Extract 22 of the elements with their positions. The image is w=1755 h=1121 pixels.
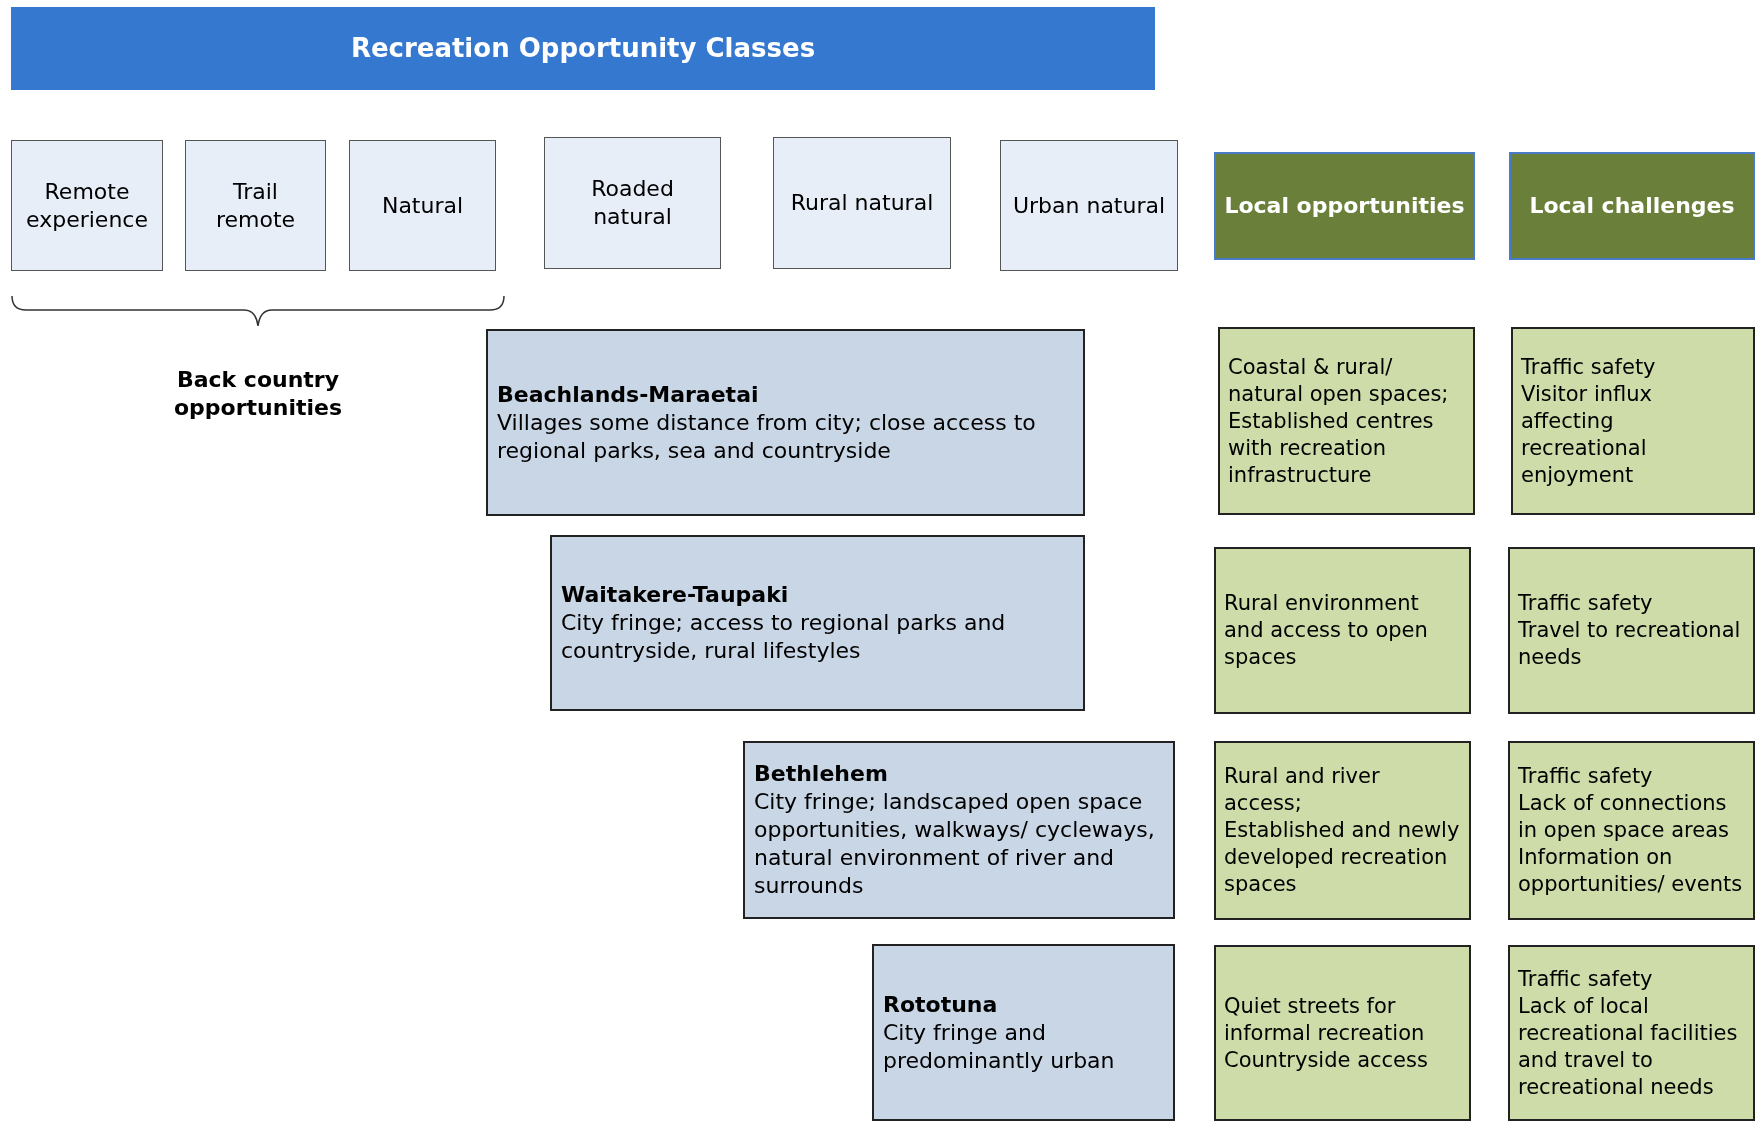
area-box: Bethlehem City fringe; landscaped open space opportunities, walkways/ cycleways, natural environment of river and surrounds: [743, 741, 1175, 919]
table-cell: Traffic safety Visitor influx affecting recreational enjoyment: [1511, 327, 1755, 515]
table-cell: Rural and river access; Established and newly developed recreation spaces: [1214, 741, 1471, 920]
table-cell: Traffic safety Travel to recreational needs: [1508, 547, 1755, 714]
table-cell: Traffic safety Lack of connections in open space areas Information on opportunities/ events: [1508, 741, 1755, 920]
area-box: Rototuna City fringe and predominantly urban: [872, 944, 1175, 1121]
column-header: Local challenges: [1509, 152, 1755, 260]
table-cell: Coastal & rural/ natural open spaces; Established centres with recreation infrastructure: [1218, 327, 1475, 515]
class-box: Roaded natural: [544, 137, 721, 269]
class-box: Natural: [349, 140, 496, 271]
group-label: Back country opportunities: [173, 366, 343, 422]
table-cell: Rural environment and access to open spaces: [1214, 547, 1471, 714]
area-box: Beachlands-Maraetai Villages some distance from city; close access to regional parks, sea and countryside: [486, 329, 1085, 516]
area-box: Waitakere-Taupaki City fringe; access to regional parks and countryside, rural lifestyles: [550, 535, 1085, 711]
table-cell: Traffic safety Lack of local recreational facilities and travel to recreational needs: [1508, 945, 1755, 1121]
column-header: Local opportunities: [1214, 152, 1475, 260]
class-box: Urban natural: [1000, 140, 1178, 271]
class-box: Remote experience: [11, 140, 163, 271]
class-box: Rural natural: [773, 137, 951, 269]
title-banner: Recreation Opportunity Classes: [11, 7, 1155, 90]
class-box: Trail remote: [185, 140, 326, 271]
table-cell: Quiet streets for informal recreation Countryside access: [1214, 945, 1471, 1121]
